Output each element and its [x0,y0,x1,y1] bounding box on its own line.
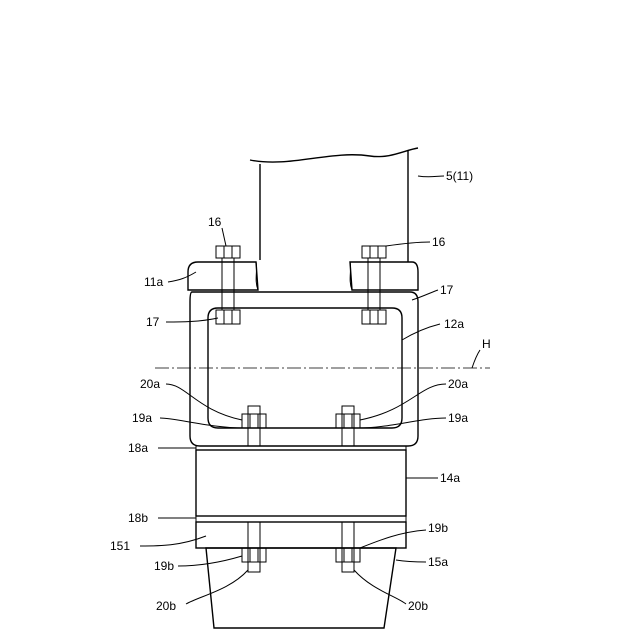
rubber-body [196,450,406,516]
bolt-low-right [336,522,360,572]
label-post: 5(11) [446,169,473,183]
label-flange-top: 11a [144,275,163,289]
label-base-flange: 151 [110,539,130,553]
label-plate-upper: 18a [128,441,148,455]
label-washer-right: 20a [448,377,468,391]
label-nut-low-left: 19b [154,559,174,573]
label-axis: H [482,337,491,351]
leader-lines [140,176,480,604]
label-nut-top-right: 17 [440,283,454,297]
label-rubber: 14a [440,471,460,485]
label-frame: 12a [444,317,464,331]
base-pier [206,548,396,628]
bolt-top-left [216,246,240,324]
label-nut-mid-right: 19a [448,411,468,425]
label-nut-low-right: 19b [428,521,448,535]
bolt-mid-left [242,406,266,446]
label-nut-top-left: 17 [146,315,160,329]
base-flange [196,522,406,548]
label-bolt-right: 16 [432,235,446,249]
label-washer-low-right: 20b [408,599,428,613]
lower-plate [196,516,406,522]
label-washer-low-left: 20b [156,599,176,613]
bolt-low-left [242,522,266,572]
label-base: 15a [428,555,448,569]
label-plate-lower: 18b [128,511,148,525]
label-washer-left: 20a [140,377,160,391]
label-bolt-left: 16 [208,215,222,229]
label-nut-mid-left: 19a [132,411,152,425]
bolt-mid-right [336,406,360,446]
bolt-top-right [362,246,386,324]
